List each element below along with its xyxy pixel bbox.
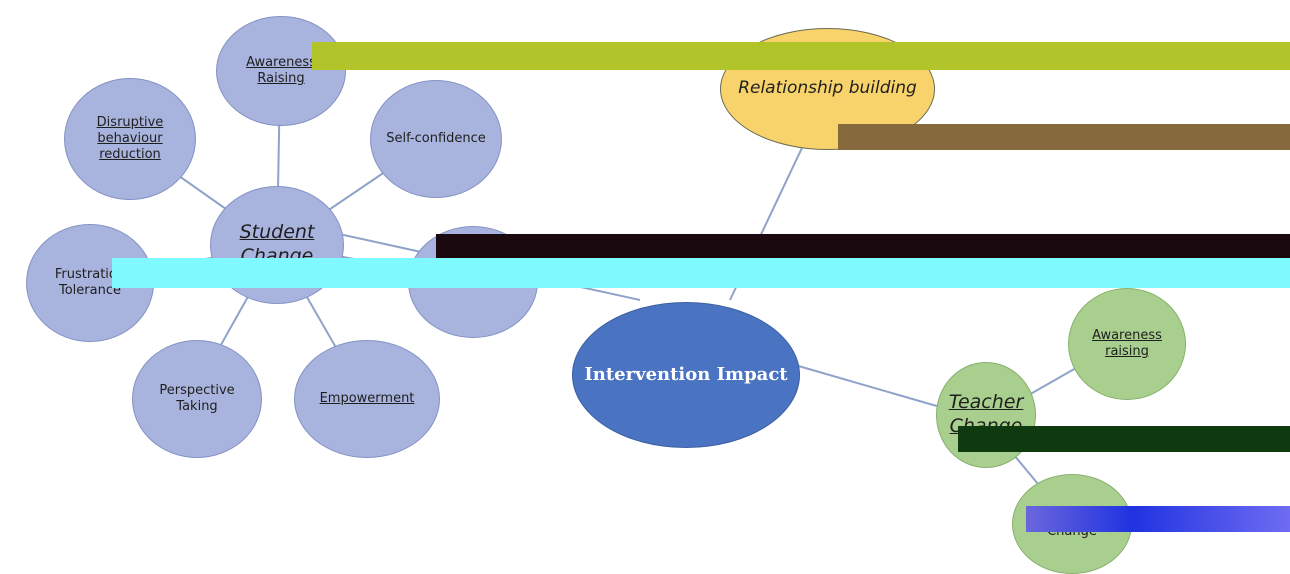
- teacher-awareness-node: Awareness raising: [1068, 288, 1186, 400]
- artifact-band-brown: [838, 124, 1290, 150]
- teacher-change-node: Teacher Change: [936, 362, 1036, 468]
- relationship-building-label: Relationship building: [738, 78, 917, 99]
- intervention-impact-node: Intervention Impact: [572, 302, 800, 448]
- empowerment-node: Empowerment: [294, 340, 440, 458]
- artifact-band-cyan: [112, 258, 1290, 288]
- disruptive-behaviour-label: Disruptive behaviour reduction: [96, 114, 164, 163]
- self-confidence-node: Self-confidence: [370, 80, 502, 198]
- disruptive-behaviour-node: Disruptive behaviour reduction: [64, 78, 196, 200]
- teacher-awareness-label: Awareness raising: [1092, 327, 1162, 359]
- frustration-tolerance-label: Frustration Tolerance: [54, 266, 126, 298]
- artifact-band-dark-green: [958, 426, 1290, 452]
- perspective-taking-label: Perspective Taking: [159, 382, 235, 414]
- artifact-band-blue: [1026, 506, 1290, 532]
- intervention-impact-label: Intervention Impact: [584, 363, 788, 385]
- empowerment-label: Empowerment: [319, 390, 415, 406]
- self-confidence-label: Self-confidence: [386, 130, 486, 146]
- frustration-tolerance-node: Frustration Tolerance: [26, 224, 154, 342]
- student-awareness-node: Awareness Raising: [216, 16, 346, 126]
- perspective-taking-node: Perspective Taking: [132, 340, 262, 458]
- student-awareness-label: Awareness Raising: [246, 54, 316, 86]
- artifact-band-olive: [312, 42, 1290, 70]
- artifact-band-dark: [436, 234, 1290, 258]
